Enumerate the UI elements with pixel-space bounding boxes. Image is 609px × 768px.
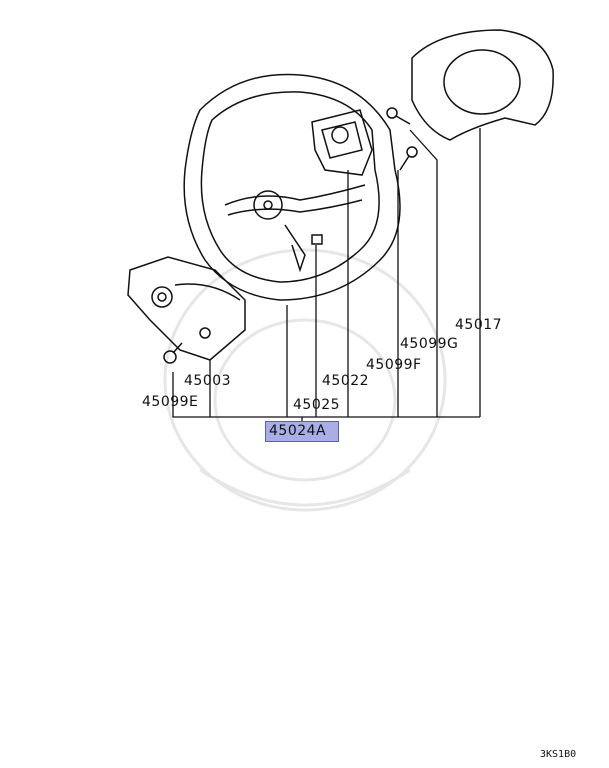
- diagram-code: 3KS1B0: [540, 749, 577, 760]
- steering-wheel-drawing: [183, 73, 401, 301]
- part-label-45099g[interactable]: 45099G: [400, 336, 459, 352]
- part-label-45025[interactable]: 45025: [293, 397, 341, 413]
- airbag-pad-drawing: [127, 256, 246, 361]
- watermark-crest: [163, 248, 447, 512]
- part-label-45099f[interactable]: 45099F: [366, 357, 422, 373]
- horn-switch-drawing: [311, 109, 373, 176]
- assembly-label-highlighted[interactable]: 45024A: [265, 421, 339, 442]
- part-label-45022[interactable]: 45022: [322, 373, 370, 389]
- part-label-45017[interactable]: 45017: [455, 317, 503, 333]
- screws-drawing: [163, 107, 418, 364]
- column-cover-drawing: [411, 29, 554, 141]
- leader-lines: [172, 128, 481, 421]
- part-label-45099e[interactable]: 45099E: [142, 394, 199, 410]
- part-label-45003[interactable]: 45003: [184, 373, 232, 389]
